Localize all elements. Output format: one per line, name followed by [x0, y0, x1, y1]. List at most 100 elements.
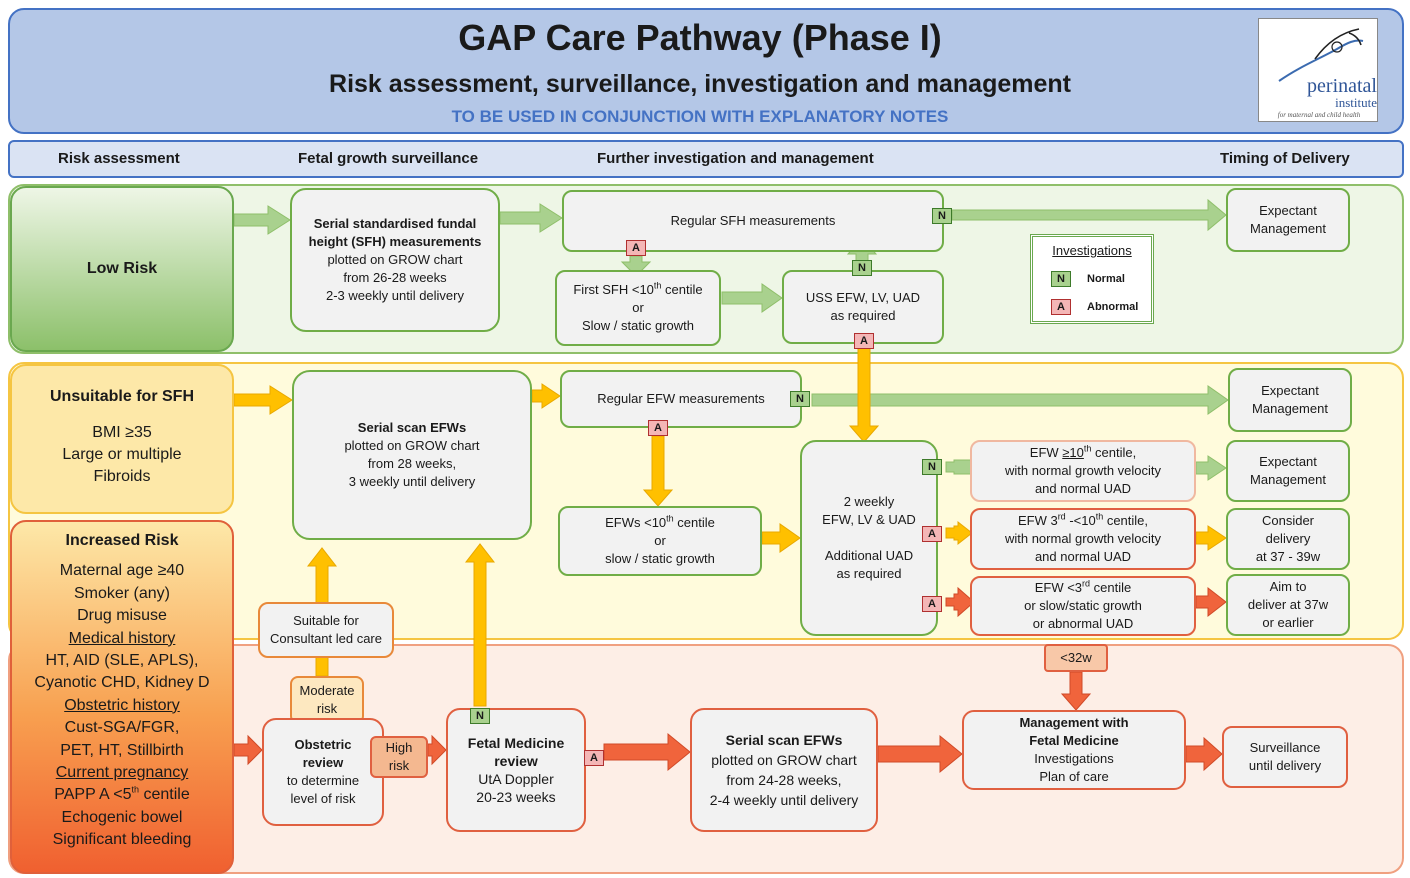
serial-scan-efw-box: Serial scan EFWs plotted on GROW chart f… — [292, 370, 532, 540]
scan24-title: Serial scan EFWs — [725, 732, 843, 748]
efw-expectant-box: Expectant Management — [1228, 368, 1352, 432]
increased-item-2: Smoker (any) — [73, 584, 171, 602]
obstetric-review-box: Obstetric review to determine level of r… — [262, 718, 384, 826]
marker-n-fm: N — [470, 708, 490, 724]
fm-line-2: review — [494, 753, 538, 769]
marker-n-uss: N — [852, 260, 872, 276]
arrow-weekly-to-out2 — [945, 520, 973, 546]
weekly-line-2: EFW, LV & UAD — [822, 512, 916, 527]
outcome-lt3-box: EFW <3rd centile or slow/static growth o… — [970, 576, 1196, 636]
arrow-scan-to-mgmt — [877, 734, 963, 774]
logo-text: perinatal — [1307, 75, 1377, 97]
marker-n-regular-efw: N — [790, 391, 810, 407]
serial-scan-24-box: Serial scan EFWs plotted on GROW chart f… — [690, 708, 878, 832]
obst-review-line-2: review — [302, 755, 344, 770]
management-fm-box: Management with Fetal Medicine Investiga… — [962, 710, 1186, 790]
suitable-consultant-box: Suitable for Consultant led care — [258, 602, 394, 658]
arrow-regular-to-expectant — [951, 198, 1227, 232]
outcome-3-10-line-3: and normal UAD — [1034, 549, 1132, 564]
efw-expectant-line-1: Expectant — [1261, 383, 1319, 398]
arrow-out2-to-consider — [1195, 525, 1227, 551]
obstetric-history-heading: Obstetric history — [64, 696, 180, 714]
header-panel — [8, 8, 1404, 134]
regular-sfh-text: Regular SFH measurements — [670, 213, 836, 228]
surveillance-box: Surveillance until delivery — [1222, 726, 1348, 788]
increased-risk-title: Increased Risk — [65, 532, 179, 549]
mgmt-line-2: Fetal Medicine — [1029, 733, 1119, 748]
column-header-bar — [8, 140, 1404, 178]
arrow-lt32-down — [1060, 671, 1092, 711]
medical-item-2: Cyanotic CHD, Kidney D — [34, 674, 210, 692]
regular-efw-text: Regular EFW measurements — [597, 391, 765, 406]
sfh-line-2: from 26-28 weeks — [343, 270, 447, 285]
low-risk-label: Low Risk — [86, 260, 158, 277]
arrow-mgmt-to-surv — [1185, 736, 1223, 772]
uss-line-2: as required — [830, 308, 896, 323]
column-further-investigation: Further investigation and management — [597, 150, 874, 167]
serial-scan-line-3: 3 weekly until delivery — [348, 474, 476, 489]
legend-abnormal-label: Abnormal — [1087, 301, 1139, 313]
unsuitable-label-box: Unsuitable for SFH BMI ≥35 Large or mult… — [10, 364, 234, 514]
current-item-1: Echogenic bowel — [61, 808, 183, 826]
hands-icon — [1278, 28, 1364, 82]
outcome-normal-box: EFW ≥10th centile, with normal growth ve… — [970, 440, 1196, 502]
obst-review-line-4: level of risk — [290, 791, 356, 806]
consider-line-1: Consider — [1261, 513, 1315, 528]
increased-risk-label-box: Increased Risk Maternal age ≥40 Smoker (… — [10, 520, 234, 874]
marker-a-weekly-2: A — [922, 596, 942, 612]
arrow-out1-to-exp2 — [1195, 455, 1227, 481]
arrow-uss-to-weekly — [848, 347, 880, 443]
obstetric-item-1: Cust-SGA/FGR, — [64, 719, 180, 737]
scan24-line-1: plotted on GROW chart — [711, 752, 857, 768]
outcome-lt3-line-3: or abnormal UAD — [1032, 616, 1134, 631]
unsuitable-large: Large or multiple — [62, 446, 182, 463]
arrow-weekly-to-out3 — [945, 586, 975, 618]
moderate-risk-box: Moderate risk — [290, 676, 364, 724]
logo-tagline: for maternal and child health — [1277, 111, 1361, 119]
serial-scan-line-1: plotted on GROW chart — [344, 438, 480, 453]
outcome-expectant-box: Expectant Management — [1226, 440, 1350, 502]
low-expectant-line-1: Expectant — [1259, 203, 1317, 218]
medical-history-heading: Medical history — [68, 629, 176, 647]
first-sfh-line-1: First SFH <10th centile — [573, 280, 703, 297]
consider-delivery-box: Consider delivery at 37 - 39w — [1226, 508, 1350, 570]
outcome-expectant-line-2: Management — [1250, 472, 1326, 487]
column-timing-delivery: Timing of Delivery — [1220, 150, 1350, 167]
outcome-3-10-box: EFW 3rd -<10th centile, with normal grow… — [970, 508, 1196, 570]
arrow-first-to-uss — [721, 283, 783, 313]
high-risk-box: High risk — [370, 736, 428, 778]
arrow-low-to-sfh — [233, 205, 291, 235]
papp-a-item: PAPP A <5th centile — [54, 785, 190, 804]
fm-line-3: UtA Doppler — [478, 771, 554, 787]
suitable-line-1: Suitable for — [293, 613, 359, 628]
surv-line-2: until delivery — [1248, 758, 1322, 773]
legend-abnormal-badge: A — [1051, 299, 1071, 315]
obst-review-line-1: Obstetric — [294, 737, 352, 752]
outcome-normal-line-1: EFW ≥10th centile, — [1029, 443, 1137, 460]
arrow-regular-efw-down — [642, 435, 674, 507]
efw10-or: or — [654, 533, 666, 548]
efw-expectant-line-2: Management — [1252, 401, 1328, 416]
legend-title: Investigations — [1052, 243, 1132, 258]
unsuitable-title: Unsuitable for SFH — [49, 388, 194, 405]
outcome-lt3-line-1: EFW <3rd centile — [1034, 578, 1132, 595]
first-sfh-slow: Slow / static growth — [582, 318, 694, 333]
outcome-3-10-line-2: with normal growth velocity — [1004, 531, 1162, 546]
arrow-scan-to-regular-efw — [531, 383, 561, 409]
column-risk-assessment: Risk assessment — [58, 150, 180, 167]
arrow-efw10-to-weekly — [761, 523, 801, 553]
outcome-expectant-line-1: Expectant — [1259, 454, 1317, 469]
consider-line-2: delivery — [1265, 531, 1311, 546]
efw10-line-1: EFWs <10th centile — [605, 513, 715, 530]
marker-a-regular-efw: A — [648, 420, 668, 436]
marker-n-weekly: N — [922, 459, 942, 475]
uss-box: USS EFW, LV, UAD as required — [782, 270, 944, 344]
high-line-2: risk — [388, 758, 410, 773]
logo-text-2: institute — [1335, 95, 1377, 110]
perinatal-institute-logo: perinatal institute for maternal and chi… — [1258, 18, 1378, 122]
page-subtitle: Risk assessment, surveillance, investiga… — [329, 70, 1071, 98]
lt32-box: <32w — [1044, 644, 1108, 672]
legend-normal-label: Normal — [1087, 273, 1125, 285]
obst-review-line-3: to determine — [286, 773, 360, 788]
weekly-line-3: Additional UAD — [824, 548, 914, 563]
